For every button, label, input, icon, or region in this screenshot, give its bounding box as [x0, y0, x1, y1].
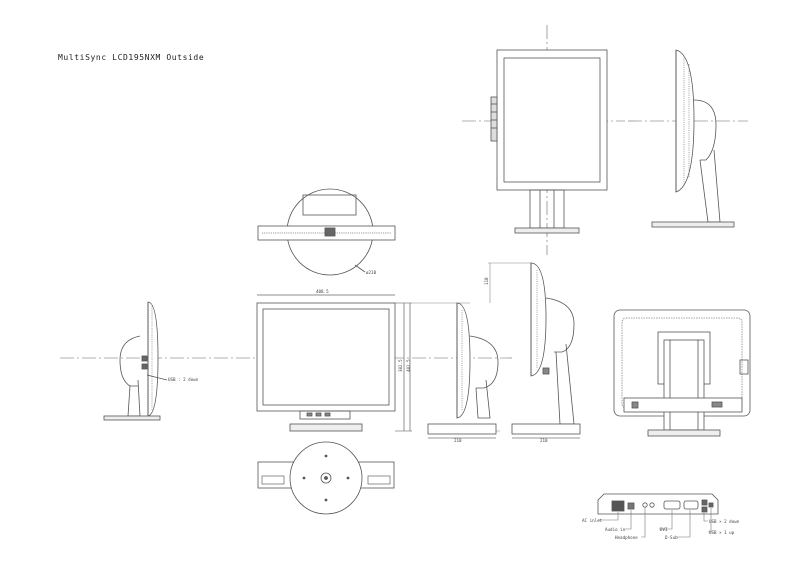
- bottom-view: [257, 441, 395, 515]
- side-view-lowered: 210: [427, 302, 499, 443]
- top-view: ø210: [257, 188, 396, 276]
- front-view-landscape: 408.5 382.5 482.5: [256, 289, 412, 432]
- side-view-raised: 210: [511, 262, 581, 443]
- height-max-label: 482.5: [406, 359, 411, 372]
- base-diameter-label: ø210: [366, 270, 377, 275]
- ac-inlet-label: AC inlet: [582, 518, 603, 523]
- dsub-label: D-Sub: [665, 535, 678, 540]
- depth-2-label: 210: [540, 438, 548, 443]
- drawing-title: MultiSync LCD195NXM Outside: [58, 53, 205, 62]
- side-view-top: [628, 49, 748, 228]
- depth-1-label: 210: [454, 438, 462, 443]
- usb-up-label: USB × 1 up: [709, 530, 735, 535]
- usb-side-label: USB : 2 down: [168, 377, 199, 382]
- usb-down-label: USB × 2 down: [709, 519, 740, 524]
- audio-in-label: Audio in: [605, 527, 626, 532]
- headphone-label: Headphone: [615, 535, 638, 540]
- width-dim-label: 408.5: [316, 289, 329, 294]
- height-adjust-label: 110: [484, 277, 489, 285]
- connector-detail: [597, 493, 719, 538]
- dvi-label: DVI: [660, 527, 668, 532]
- side-view-left: USB : 2 down: [103, 301, 199, 421]
- rear-view: [613, 309, 751, 437]
- height-min-label: 382.5: [398, 359, 403, 372]
- front-view-portrait: [462, 25, 625, 255]
